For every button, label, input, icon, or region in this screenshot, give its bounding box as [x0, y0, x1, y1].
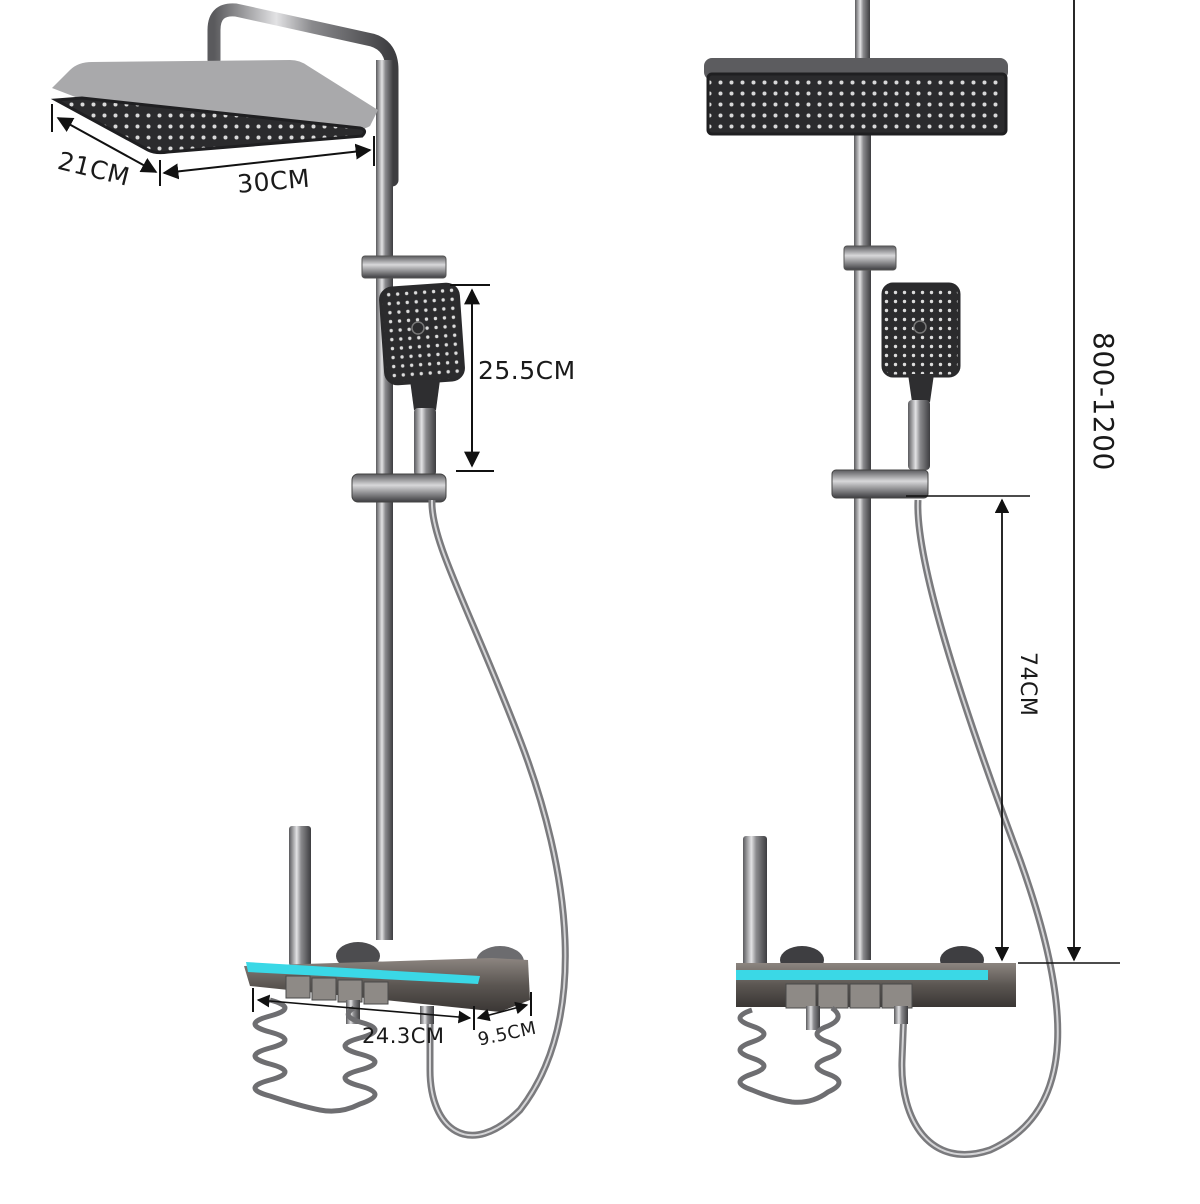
label-hand-shower-length: 25.5CM — [478, 356, 576, 385]
front-view — [704, 0, 1120, 1158]
hand-shower — [379, 282, 465, 476]
shower-hose-front — [898, 499, 1062, 1158]
coiled-bidet-hose-front — [737, 1005, 842, 1105]
dimension-74cm — [906, 495, 1030, 962]
dimension-25-5cm — [450, 284, 494, 472]
top-bracket-front — [843, 245, 897, 271]
tub-spout — [289, 826, 311, 966]
tub-spout-front — [743, 836, 767, 966]
mixer-shelf-front — [736, 963, 1016, 1030]
dimension-24-3cm — [252, 988, 475, 1030]
hand-shower-holder-front — [831, 469, 929, 499]
label-shelf-width: 24.3CM — [362, 1024, 445, 1048]
mixer-shelf — [244, 958, 530, 1024]
shower-arm — [207, 3, 399, 187]
label-adjustable-height: 800-1200 — [1087, 332, 1120, 471]
rain-shower-head-front — [704, 58, 1008, 136]
hand-shower-front — [881, 282, 961, 470]
dimension-21cm — [51, 104, 161, 186]
dimension-9-5cm — [476, 992, 532, 1022]
dimension-800-1200 — [1018, 0, 1120, 964]
coiled-bidet-hose — [252, 997, 378, 1114]
angled-view — [50, 3, 569, 1139]
top-bracket — [361, 255, 447, 279]
hand-shower-holder — [351, 473, 447, 503]
rain-shower-head — [50, 60, 378, 155]
label-holder-to-mixer-height: 74CM — [1015, 652, 1040, 717]
dimension-30cm — [162, 136, 375, 180]
riser-pipe-front — [855, 0, 870, 60]
